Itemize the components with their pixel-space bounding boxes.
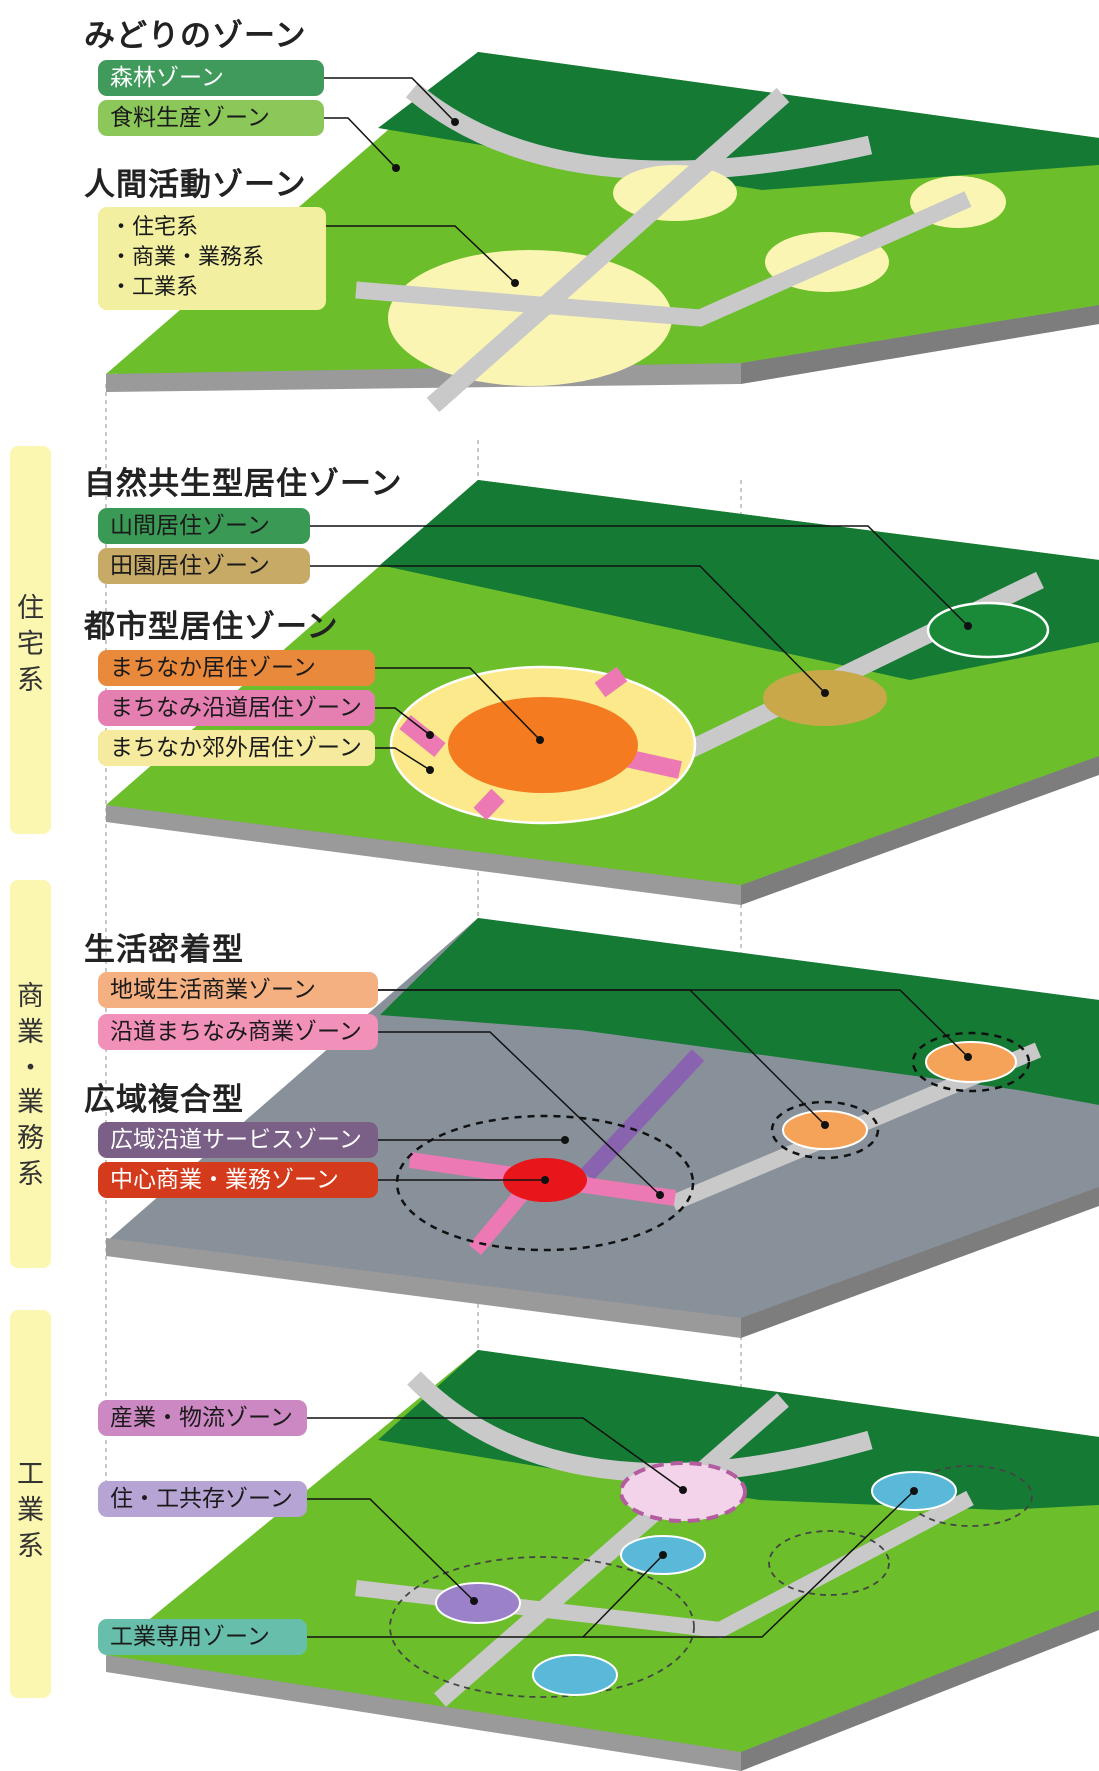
community-type-heading: 生活密着型: [84, 932, 244, 968]
layer-3-commercial: [106, 918, 1099, 1338]
side-band-char: 宅: [17, 629, 44, 660]
industry-logistics-zone-label[interactable]: 産業・物流ゾーン: [98, 1400, 307, 1436]
side-band-char: 系: [17, 1531, 44, 1562]
list-item: ・商業・業務系: [110, 245, 265, 270]
green-zone-heading: みどりのゾーン: [84, 18, 307, 54]
side-band-char: 住: [17, 593, 44, 624]
side-band-industrial: 工 業 系: [10, 1310, 51, 1698]
nature-coexist-residential-heading: 自然共生型居住ゾーン: [84, 466, 403, 502]
side-band-char: 業: [17, 1087, 44, 1118]
leader-dots: [392, 118, 972, 1605]
town-center-residential-label[interactable]: まちなか居住ゾーン: [98, 650, 375, 686]
side-band-char: 工: [17, 1459, 44, 1490]
side-band-char: 商: [17, 981, 44, 1012]
urban-residential-heading: 都市型居住ゾーン: [84, 609, 339, 645]
side-band-char: ・: [17, 1053, 44, 1084]
roadside-townscape-commerce-label[interactable]: 沿道まちなみ商業ゾーン: [98, 1014, 378, 1050]
side-band-char: 務: [17, 1123, 44, 1154]
leader-lines: [307, 77, 969, 1638]
side-band-char: 系: [17, 665, 44, 696]
layer-4-industrial: [106, 1350, 1099, 1771]
central-commerce-business-label[interactable]: 中心商業・業務ゾーン: [98, 1162, 378, 1198]
layer-2-residential: [106, 480, 1099, 905]
list-item: ・住宅系: [110, 215, 199, 240]
townscape-roadside-residential-label[interactable]: まちなみ沿道居住ゾーン: [98, 690, 375, 726]
industrial-exclusive-zone-label[interactable]: 工業専用ゾーン: [98, 1619, 307, 1655]
residential-industrial-coexist-label[interactable]: 住・工共存ゾーン: [98, 1481, 307, 1517]
local-commerce-zone-label[interactable]: 地域生活商業ゾーン: [98, 972, 378, 1008]
human-activity-zone-list[interactable]: ・住宅系 ・商業・業務系 ・工業系: [98, 207, 326, 310]
list-item: ・工業系: [110, 275, 199, 300]
wide-area-roadside-service-label[interactable]: 広域沿道サービスゾーン: [98, 1122, 378, 1158]
side-band-commercial: 商 業 ・ 業 務 系: [10, 880, 51, 1268]
rural-residential-label[interactable]: 田園居住ゾーン: [98, 548, 310, 584]
forest-zone-label[interactable]: 森林ゾーン: [98, 60, 324, 96]
wide-area-complex-heading: 広域複合型: [84, 1082, 244, 1118]
human-activity-zone-heading: 人間活動ゾーン: [84, 167, 307, 203]
side-band-residential: 住 宅 系: [10, 446, 51, 834]
food-production-zone-label[interactable]: 食料生産ゾーン: [98, 100, 324, 136]
side-band-char: 系: [17, 1159, 44, 1190]
side-band-char: 業: [17, 1017, 44, 1048]
mountain-residential-label[interactable]: 山間居住ゾーン: [98, 508, 310, 544]
layer-1-land-use: [106, 52, 1099, 413]
town-suburb-residential-label[interactable]: まちなか郊外居住ゾーン: [98, 730, 375, 766]
side-band-char: 業: [17, 1495, 44, 1526]
